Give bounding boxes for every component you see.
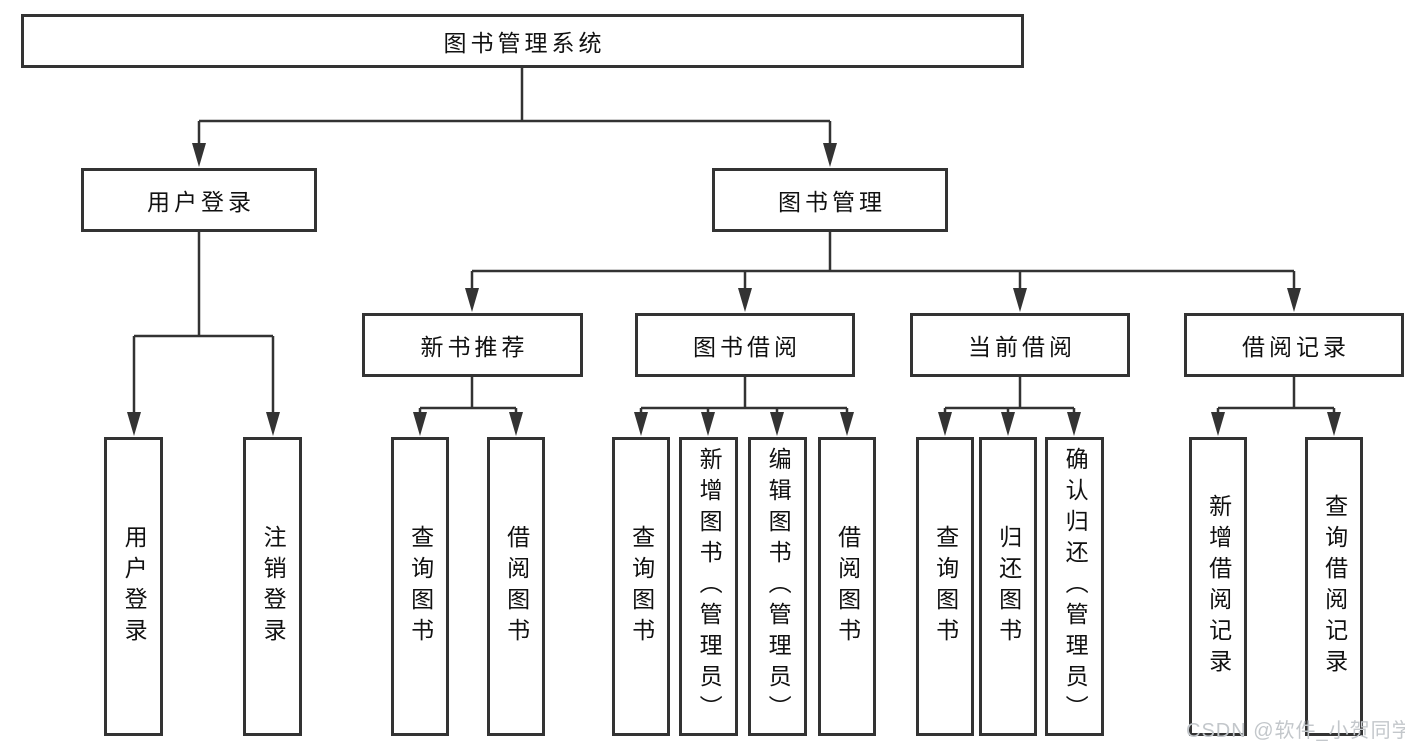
leaf-query-books-current: 查询图书 (916, 437, 974, 736)
node-current-borrow: 当前借阅 (910, 313, 1130, 377)
leaf-borrow-books-recommend: 借阅图书 (487, 437, 545, 736)
node-borrow-records: 借阅记录 (1184, 313, 1404, 377)
leaf-logout: 注销登录 (243, 437, 302, 736)
node-label: 当前借阅 (968, 334, 1076, 360)
node-label: 归还图书 (995, 524, 1022, 649)
node-book-management: 图书管理 (712, 168, 948, 232)
leaf-user-login: 用户登录 (104, 437, 163, 736)
leaf-add-book-admin: 新增图书（管理员） (679, 437, 738, 736)
csdn-watermark: CSDN @软件_小贺同学 (1186, 720, 1405, 742)
connector-root-to-level2 (192, 68, 837, 167)
connector-borrow-records-branch (1211, 377, 1341, 436)
node-user-login: 用户登录 (81, 168, 317, 232)
connector-book-management-branch (465, 232, 1301, 312)
node-label: 查询图书 (628, 524, 655, 649)
node-root-library-management-system: 图书管理系统 (21, 14, 1024, 68)
leaf-edit-book-admin: 编辑图书（管理员） (748, 437, 807, 736)
node-label: 借阅记录 (1242, 334, 1350, 360)
node-label: 图书借阅 (693, 334, 801, 360)
leaf-query-books-borrow: 查询图书 (612, 437, 670, 736)
node-book-borrow: 图书借阅 (635, 313, 855, 377)
node-label: 查询图书 (932, 524, 959, 649)
node-label: 确认归还（管理员） (1062, 447, 1089, 726)
node-label: 用户登录 (147, 189, 255, 215)
node-label: 用户登录 (121, 524, 148, 649)
leaf-confirm-return-admin: 确认归还（管理员） (1045, 437, 1104, 736)
connector-user-login-branch (127, 232, 280, 436)
leaf-borrow-books-borrow: 借阅图书 (818, 437, 876, 736)
node-label: 新增图书（管理员） (696, 447, 723, 726)
node-label: 新增借阅记录 (1205, 493, 1232, 680)
leaf-return-book: 归还图书 (979, 437, 1037, 736)
node-label: 图书管理 (778, 189, 886, 215)
connector-current-borrow-branch (938, 377, 1081, 436)
node-label: 借阅图书 (834, 524, 861, 649)
node-label: 新书推荐 (420, 334, 529, 360)
leaf-query-borrow-record: 查询借阅记录 (1305, 437, 1363, 736)
node-new-book-recommend: 新书推荐 (362, 313, 583, 377)
node-label: 图书管理系统 (443, 30, 606, 56)
leaf-query-books-recommend: 查询图书 (391, 437, 449, 736)
node-label: 查询借阅记录 (1321, 493, 1348, 680)
connector-book-borrow-branch (634, 377, 854, 436)
node-label: 注销登录 (260, 524, 287, 649)
node-label: 查询图书 (407, 524, 434, 649)
connector-new-book-recommend-branch (413, 377, 523, 436)
node-label: 编辑图书（管理员） (765, 447, 792, 726)
node-label: 借阅图书 (503, 524, 530, 649)
leaf-add-borrow-record: 新增借阅记录 (1189, 437, 1247, 736)
